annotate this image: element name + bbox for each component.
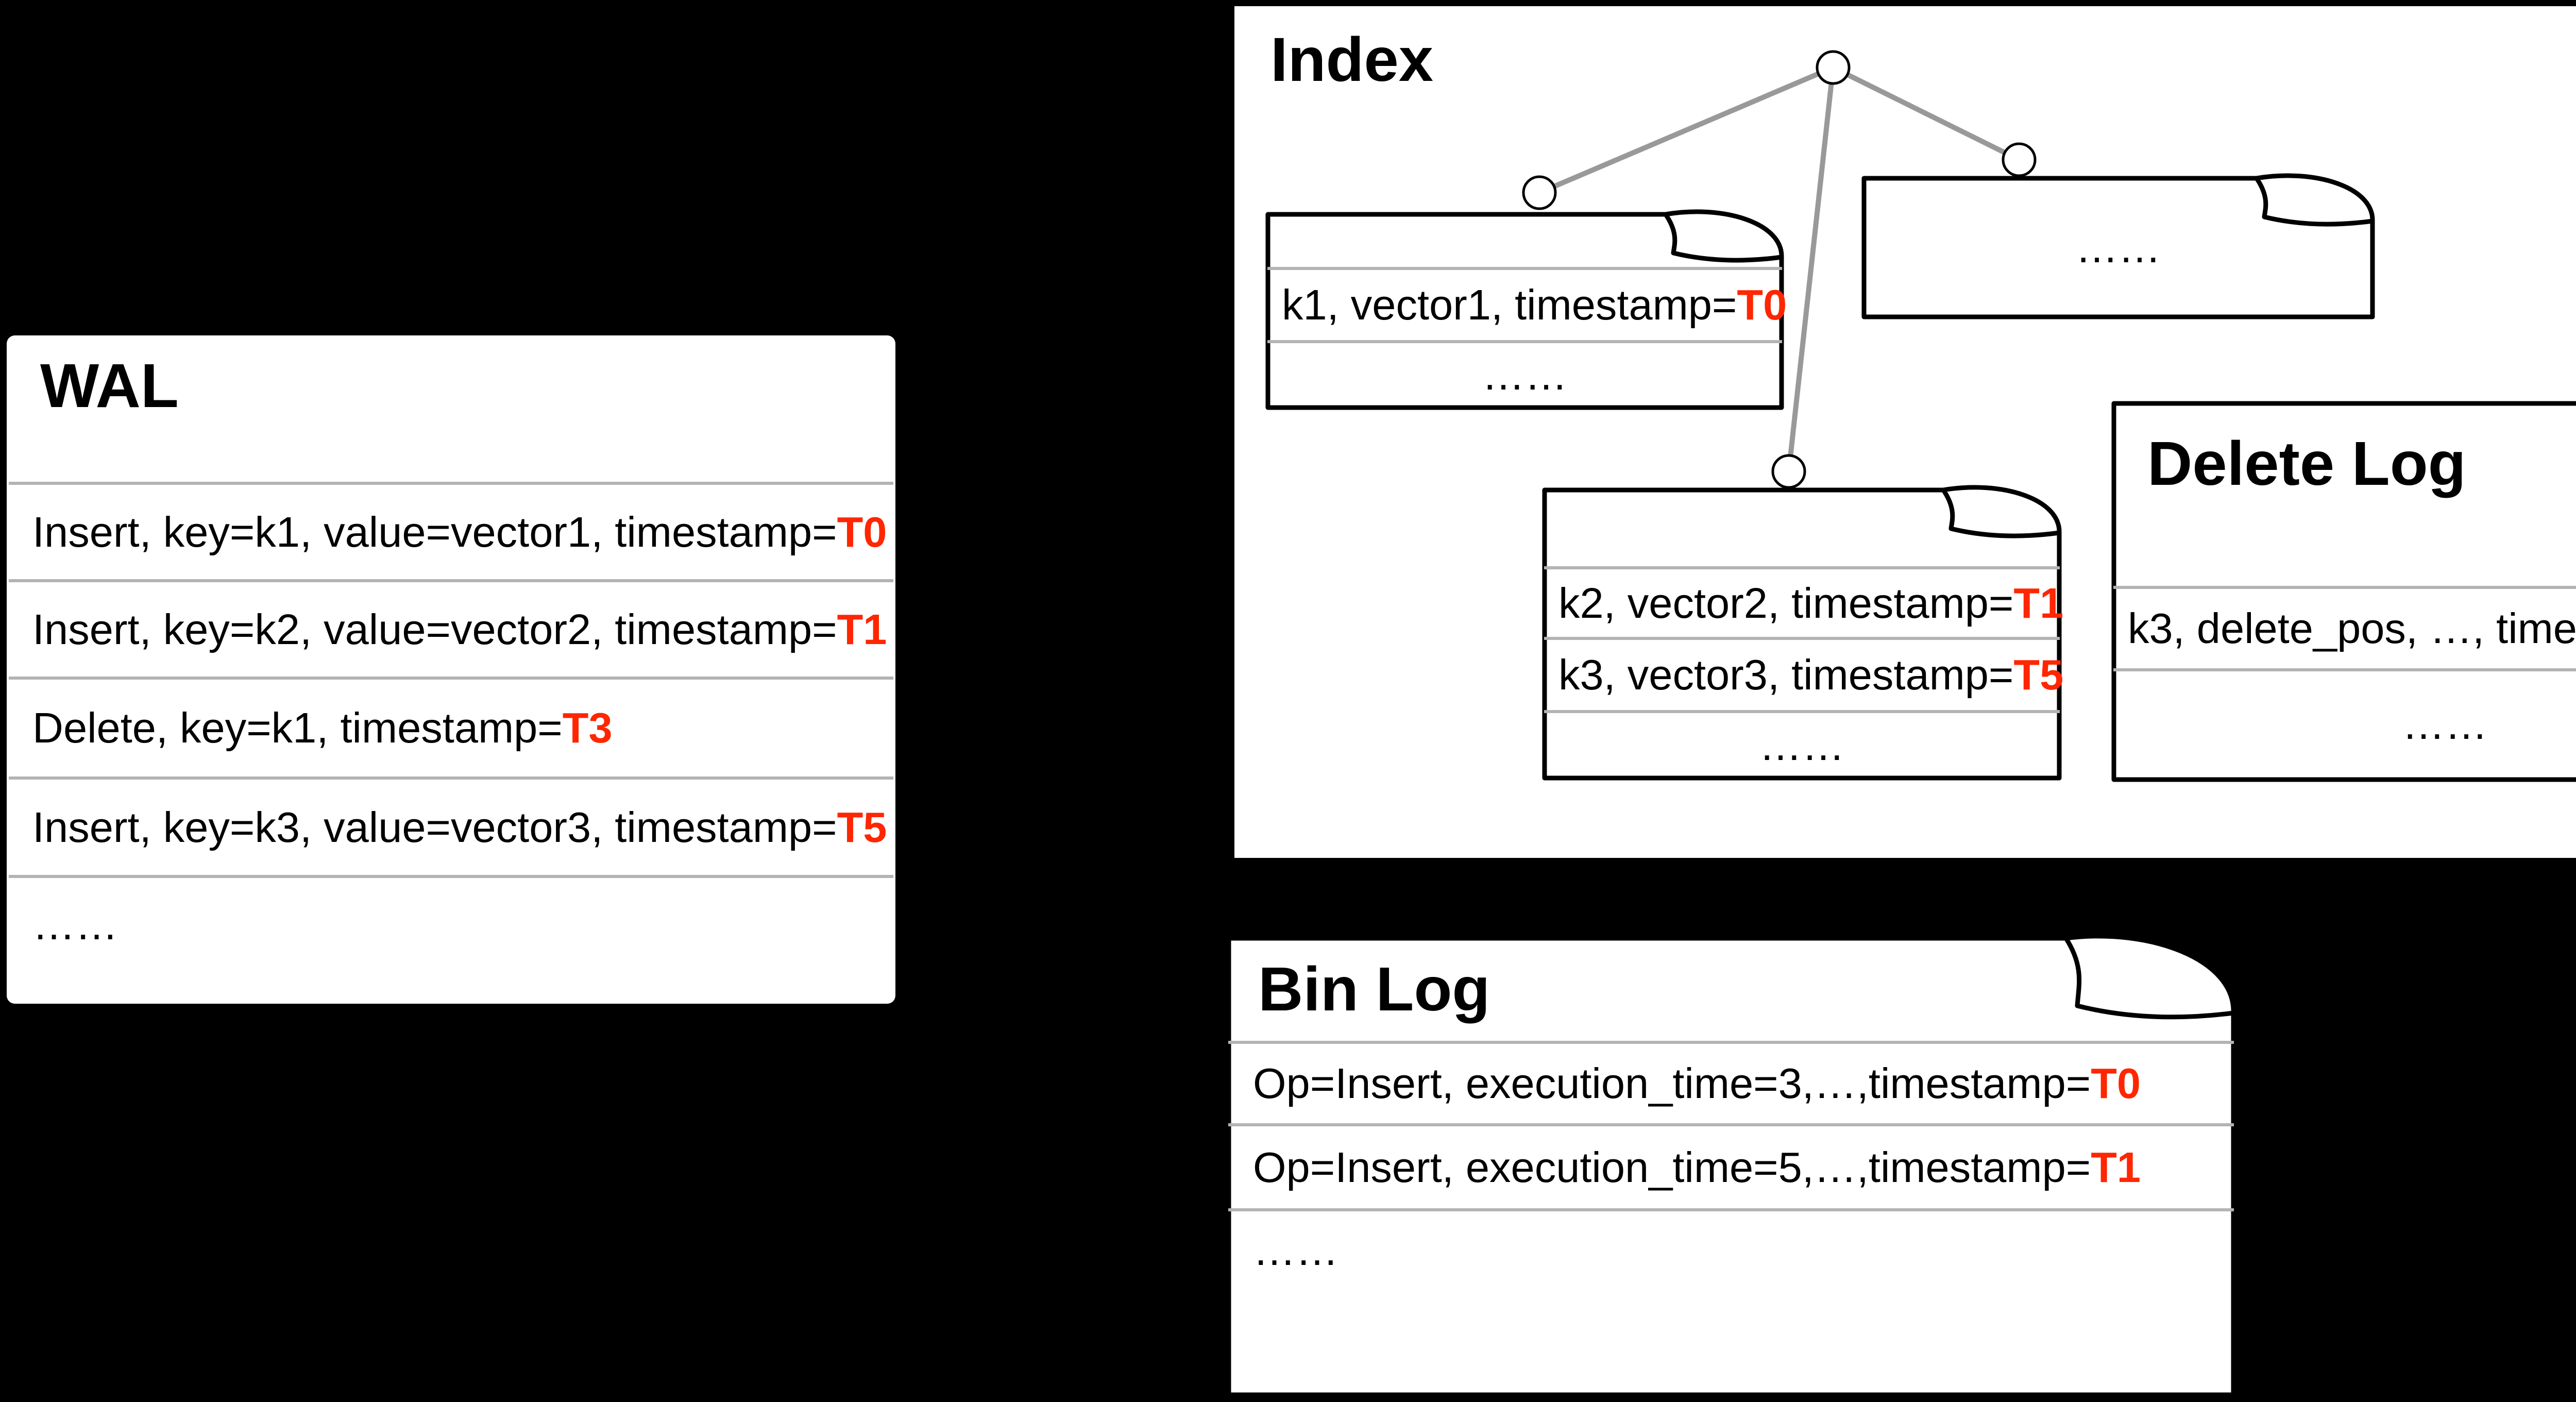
ellipsis-text: …… [32,901,118,949]
wal-panel: WAL Insert, key=k1, value=vector1, times… [7,335,895,1004]
log-entry-text: k3, vector3, timestamp= [1558,651,2014,699]
wal-row: Delete, key=k1, timestamp=T3 [7,680,895,776]
document-shape [1226,934,2236,1397]
log-entry-text: Delete, key=k1, timestamp= [32,704,563,752]
ellipsis-text: …… [2402,700,2488,748]
bin-log-row: Op=Insert, execution_time=5,…,timestamp=… [1226,1126,2236,1208]
timestamp-value: T1 [2091,1143,2141,1191]
wal-ellipsis-row: …… [7,878,895,1027]
index-segment-doc-k1: k1, vector1, timestamp=T0 …… [1265,209,1787,410]
log-entry-text: k1, vector1, timestamp= [1282,281,1737,329]
wal-title: WAL [40,350,179,420]
bin-log-row: Op=Insert, execution_time=3,…,timestamp=… [1226,1044,2236,1123]
timestamp-value: T1 [837,605,887,653]
separator [1267,340,1782,343]
separator [1267,267,1782,270]
log-entry-text: k2, vector2, timestamp= [1558,579,2014,627]
ellipsis-text: …… [1482,351,1568,399]
timestamp-value: T0 [1737,281,1787,329]
tree-node-circle [1816,50,1851,85]
separator [2113,668,2576,671]
document-outline [2111,401,2576,782]
page-fold-icon [1663,212,1784,263]
timestamp-value: T0 [2091,1059,2141,1108]
timestamp-value: T5 [2013,651,2064,699]
separator [1228,1123,2234,1126]
log-entry-text: Insert, key=k3, value=vector3, timestamp… [32,803,837,851]
timestamp-value: T1 [2013,579,2064,627]
segment-ellipsis-row: …… [1265,343,1784,407]
separator [2113,586,2576,589]
separator [1228,1041,2234,1044]
log-entry-text: Insert, key=k1, value=vector1, timestamp… [32,508,837,556]
wal-row: Insert, key=k1, value=vector1, timestamp… [7,485,895,579]
separator [1228,1208,2234,1211]
bin-log-ellipsis-row: …… [1226,1211,2236,1402]
separator [1544,566,2060,569]
timestamp-value: T5 [837,803,887,851]
timestamp-value: T0 [837,508,887,556]
separator [1544,637,2060,640]
separator [9,579,893,582]
index-title: Index [1270,24,1434,94]
index-segment-doc-k2k3: k2, vector2, timestamp=T1 k3, vector3, t… [1542,485,2064,781]
log-entry-text: Insert, key=k2, value=vector2, timestamp… [32,605,837,653]
separator [9,875,893,878]
document-outline [1265,209,1784,410]
separator [9,776,893,780]
wal-row: Insert, key=k2, value=vector2, timestamp… [7,582,895,677]
page-fold-icon [2063,936,2236,1020]
segment-ellipsis-row: …… [2111,671,2576,777]
tree-edge-line [1538,65,1834,195]
tree-edge-line [1832,65,2021,162]
log-entry-text: Op=Insert, execution_time=3,…,timestamp= [1253,1059,2091,1108]
separator [9,482,893,485]
delete-log-title: Delete Log [2147,428,2466,498]
tree-node-circle [1771,454,1806,489]
segment-row: k3, vector3, timestamp=T5 [1542,640,2064,710]
bin-log-title: Bin Log [1258,954,1490,1024]
bin-log-doc: Bin Log Op=Insert, execution_time=3,…,ti… [1226,934,2236,1397]
delete-log-row: k3, delete_pos, …, timestamp=T3 [2111,589,2576,668]
timestamp-value: T3 [562,704,613,752]
document-shape [1542,485,2062,781]
document-shape [2111,401,2576,782]
tree-edge-line [1786,67,1836,472]
segment-row: k2, vector2, timestamp=T1 [1542,569,2064,637]
separator [9,677,893,680]
log-entry-text: k3, delete_pos, …, timestamp= [2128,604,2576,653]
log-entry-text: Op=Insert, execution_time=5,…,timestamp= [1253,1143,2091,1191]
tree-node-circle [2002,142,2037,177]
wal-row: Insert, key=k3, value=vector3, timestamp… [7,780,895,875]
segment-row: k1, vector1, timestamp=T0 [1265,270,1787,340]
tree-node-circle [1522,175,1557,210]
page-fold-icon [1941,487,2062,538]
index-segment-doc-more: …… [1861,173,2375,319]
delete-log-doc: Delete Log k3, delete_pos, …, timestamp=… [2111,401,2576,782]
separator [1544,710,2060,713]
document-shape [1861,173,2375,319]
document-outline [1542,485,2062,781]
segment-ellipsis-row: …… [1542,713,2062,778]
ellipsis-text: …… [2075,223,2161,272]
ellipsis-text: …… [1253,1226,1338,1274]
page-fold-icon [2254,176,2375,227]
document-outline [1226,934,2236,1397]
document-shape [1265,209,1784,410]
segment-ellipsis-row: …… [1861,176,2375,319]
document-outline [1861,173,2375,319]
ellipsis-text: …… [1759,721,1845,770]
